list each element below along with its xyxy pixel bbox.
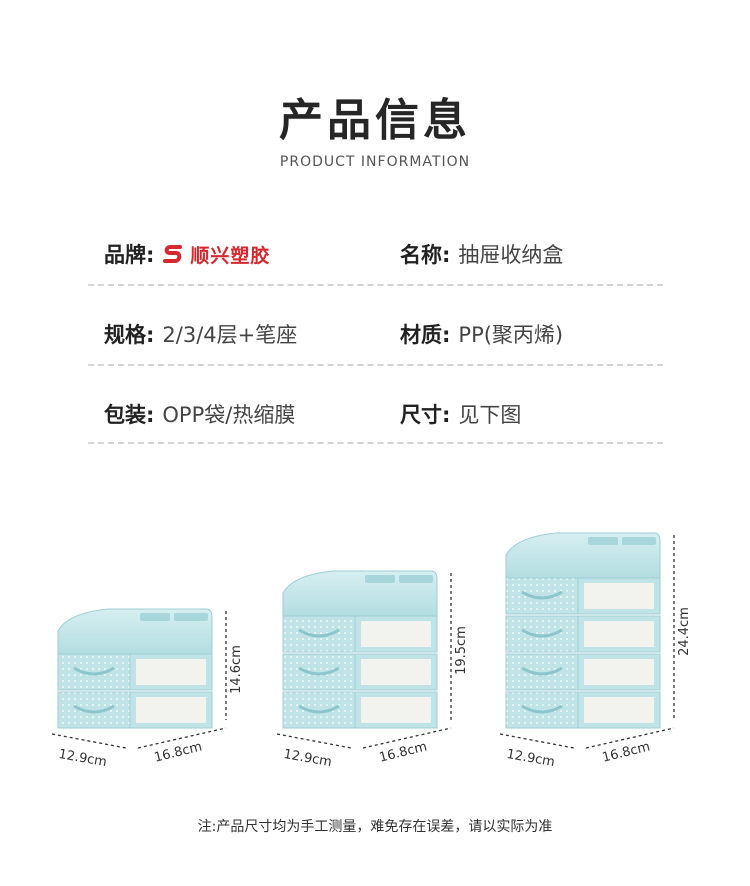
name-value: 抽屉收纳盒 <box>458 243 564 267</box>
drawer-window <box>136 659 206 685</box>
depth-label: 12.9cm <box>282 747 333 770</box>
pen-slot <box>399 575 433 583</box>
height-label: 14.6cm <box>229 645 244 694</box>
pen-slot <box>140 613 170 621</box>
pen-holder-top <box>505 532 661 579</box>
drawer-window <box>584 697 654 723</box>
brand-name: 顺兴塑胶 <box>190 244 271 267</box>
drawer-unit-4-layer: 24.4cm 12.9cm 16.8cm <box>499 532 692 770</box>
divider <box>88 442 663 444</box>
drawer-side <box>505 691 579 729</box>
pen-slot <box>622 537 656 545</box>
name-cell: 名称: 抽屉收纳盒 <box>400 234 563 274</box>
divider <box>88 284 663 286</box>
drawer-handle <box>521 666 563 676</box>
pen-holder-top <box>57 608 213 655</box>
spec-cell: 规格: 2/3/4层+笔座 <box>104 314 297 354</box>
drawer-handle <box>73 666 115 676</box>
drawer-window <box>361 659 431 685</box>
drawer-window <box>361 621 431 647</box>
brand-logo: 顺兴塑胶 <box>162 241 270 268</box>
width-label: 16.8cm <box>153 739 204 765</box>
depth-dim-line <box>276 733 352 749</box>
material-label: 材质: <box>400 323 451 347</box>
page-subtitle: PRODUCT INFORMATION <box>279 154 471 170</box>
drawer-window <box>136 697 206 723</box>
pen-slot <box>588 537 618 545</box>
depth-label: 12.9cm <box>57 747 108 770</box>
drawer-window <box>584 621 654 647</box>
brand-label: 品牌: <box>104 243 155 267</box>
drawer-handle <box>298 628 340 638</box>
drawer-handle <box>298 666 340 676</box>
spec-label: 规格: <box>104 323 155 347</box>
drawer-side <box>505 615 579 653</box>
pen-holder-top <box>282 570 438 617</box>
depth-dim-line <box>51 733 127 749</box>
material-cell: 材质: PP(聚丙烯) <box>400 314 563 354</box>
drawer-handle <box>521 590 563 600</box>
name-label: 名称: <box>400 243 451 267</box>
package-cell: 包装: OPP袋/热缩膜 <box>104 394 295 434</box>
drawer-side <box>282 653 356 691</box>
info-row-spec-material: 规格: 2/3/4层+笔座 材质: PP(聚丙烯) <box>88 314 663 354</box>
drawer-handle <box>521 704 563 714</box>
depth-dim-line <box>499 733 575 749</box>
size-label: 尺寸: <box>400 403 451 427</box>
drawer-window <box>584 659 654 685</box>
info-row-brand-name: 品牌: 顺兴塑胶 名称: 抽屉收纳盒 <box>88 234 663 274</box>
pen-slot <box>174 613 208 621</box>
size-value: 见下图 <box>458 403 522 427</box>
brand-cell: 品牌: 顺兴塑胶 <box>104 234 270 274</box>
info-row-package-size: 包装: OPP袋/热缩膜 尺寸: 见下图 <box>88 394 663 434</box>
footer-note: 注:产品尺寸均为手工测量，难免存在误差，请以实际为准 <box>197 819 553 835</box>
material-value: PP(聚丙烯) <box>458 323 564 347</box>
size-cell: 尺寸: 见下图 <box>400 394 521 434</box>
drawer-unit-3-layer: 19.5cm 12.9cm 16.8cm <box>276 570 469 770</box>
page-title: 产品信息 <box>279 95 471 146</box>
drawer-window <box>361 697 431 723</box>
spec-value: 2/3/4层+笔座 <box>162 323 298 347</box>
drawer-window <box>584 583 654 609</box>
drawer-side <box>57 691 131 729</box>
package-label: 包装: <box>104 403 155 427</box>
drawer-side <box>505 653 579 691</box>
height-label: 19.5cm <box>454 626 469 675</box>
height-label: 24.4cm <box>677 607 692 656</box>
drawer-side <box>505 577 579 615</box>
drawer-handle <box>298 704 340 714</box>
pen-slot <box>365 575 395 583</box>
drawer-side <box>57 653 131 691</box>
width-label: 16.8cm <box>601 739 652 765</box>
drawer-side <box>282 615 356 653</box>
drawer-unit-2-layer: 14.6cm 12.9cm 16.8cm <box>51 608 244 770</box>
width-label: 16.8cm <box>378 739 429 765</box>
drawer-handle <box>73 704 115 714</box>
package-value: OPP袋/热缩膜 <box>162 403 296 427</box>
drawer-side <box>282 691 356 729</box>
drawer-handle <box>521 628 563 638</box>
brand-s-icon <box>163 245 183 263</box>
divider <box>88 364 663 366</box>
depth-label: 12.9cm <box>505 747 556 770</box>
